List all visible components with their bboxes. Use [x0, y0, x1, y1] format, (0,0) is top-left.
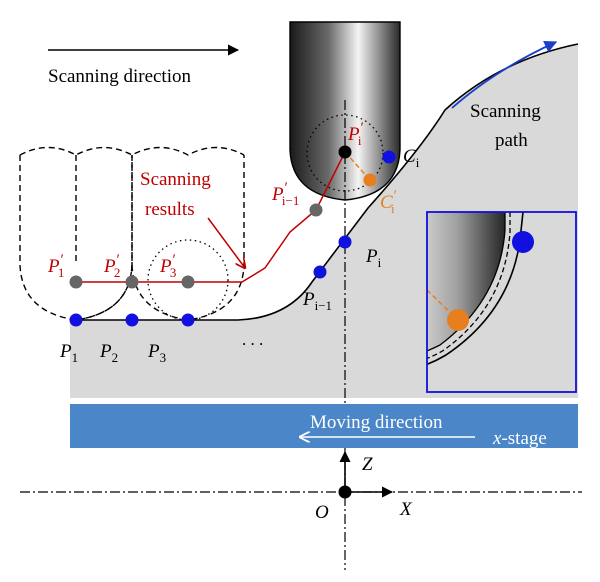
- x-stage-label: x-stage: [492, 428, 547, 449]
- scanning-path-arrow: [451, 41, 558, 109]
- point-pi-prime: [338, 145, 352, 159]
- scanning-path-label: Scanning path: [470, 101, 545, 151]
- point-origin: [338, 485, 352, 499]
- label-p3-prime: P′3: [159, 252, 176, 280]
- point-ci: [382, 150, 396, 164]
- point-pi: [338, 235, 352, 249]
- label-pi-prime: P′i: [347, 120, 364, 148]
- dotted-probe-circle-left: [147, 239, 229, 321]
- contact-normal-line: [344, 151, 371, 181]
- label-ci-prime: C′i: [380, 188, 397, 216]
- moving-direction-label: Moving direction: [310, 412, 443, 433]
- axis-z-label: Z: [362, 454, 373, 475]
- label-pim1: Pi−1: [302, 289, 332, 313]
- label-p3: P3: [147, 341, 166, 365]
- point-pim1: [313, 265, 327, 279]
- point-p3-prime: [181, 275, 195, 289]
- label-p1-prime: P′1: [47, 252, 64, 280]
- scanning-direction-label: Scanning direction: [48, 66, 191, 87]
- label-p2: P2: [99, 341, 118, 365]
- point-pim1-prime: [309, 203, 323, 217]
- point-p2-prime: [125, 275, 139, 289]
- point-ci-prime: [363, 173, 377, 187]
- x-stage-bar: [70, 404, 578, 448]
- point-p3: [181, 313, 195, 327]
- point-p1: [69, 313, 83, 327]
- label-p1: P1: [59, 341, 78, 365]
- axis-x-label: X: [399, 499, 413, 520]
- label-p2-prime: P′2: [103, 252, 120, 280]
- scanning-results-arrow: [207, 217, 245, 268]
- label-ci: Ci: [403, 146, 420, 170]
- point-p2: [125, 313, 139, 327]
- inset-zoom: [426, 211, 577, 393]
- points: [69, 145, 396, 499]
- origin-label: O: [315, 502, 329, 523]
- label-pim1-prime: P′i−1: [271, 180, 299, 208]
- scanning-results-label: Scanning results: [140, 169, 215, 220]
- label-pi: Pi: [365, 246, 382, 270]
- ellipsis-label: . . .: [242, 330, 263, 349]
- point-p1-prime: [69, 275, 83, 289]
